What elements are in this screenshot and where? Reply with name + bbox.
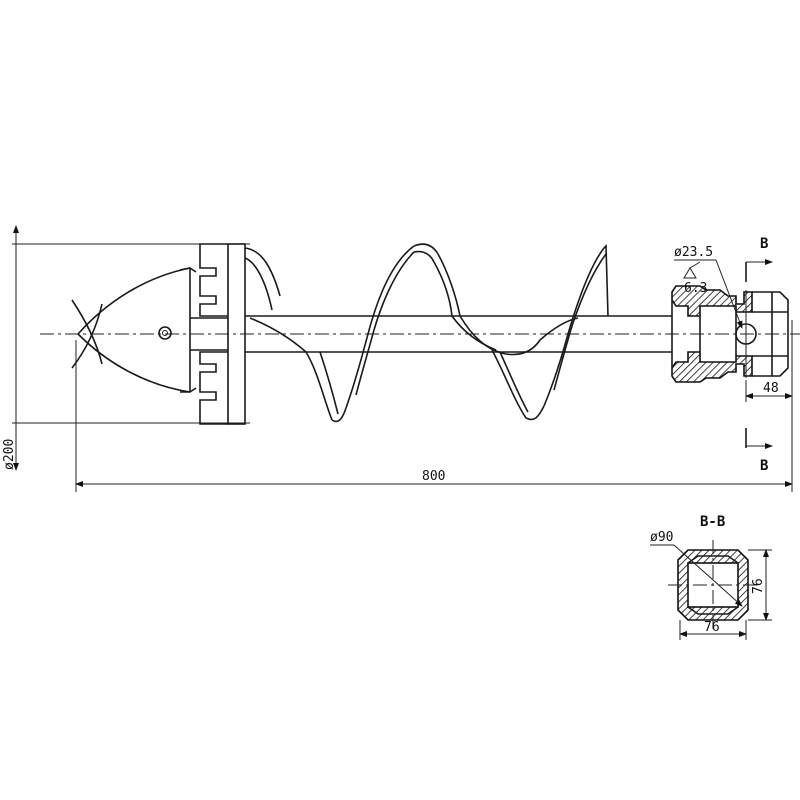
auger-shaft [245, 315, 672, 353]
helical-flight [244, 243, 609, 423]
section-diameter-label: ø90 [650, 530, 673, 545]
surface-finish-symbol: 6.3 [683, 261, 707, 296]
end-length-48-label: 48 [763, 381, 779, 396]
hole-diameter-callout: ø23.5 [674, 245, 743, 329]
surface-finish-label: 6.3 [684, 281, 707, 296]
section-marker-bottom-label: B [760, 458, 768, 474]
drive-socket [671, 285, 789, 383]
section-marker-bottom: B [745, 428, 773, 474]
section-width-label: 76 [704, 620, 720, 635]
hole-diameter-label: ø23.5 [674, 245, 713, 260]
diameter-200-dimension: ø200 [2, 225, 250, 471]
cutter-head [190, 243, 246, 425]
pilot-pin-hole [158, 326, 172, 340]
diameter-200-label: ø200 [2, 439, 17, 470]
length-800-label: 800 [422, 469, 445, 484]
end-length-48-dimension: 48 [745, 380, 793, 402]
length-800-dimension: 800 [75, 320, 793, 492]
section-view-b-b: B-B ø90 76 76 [650, 514, 772, 640]
section-height-label: 76 [751, 578, 766, 594]
pilot-bit [71, 267, 197, 393]
section-marker-top: B [745, 236, 773, 282]
section-title: B-B [700, 514, 725, 530]
section-marker-top-label: B [760, 236, 768, 252]
